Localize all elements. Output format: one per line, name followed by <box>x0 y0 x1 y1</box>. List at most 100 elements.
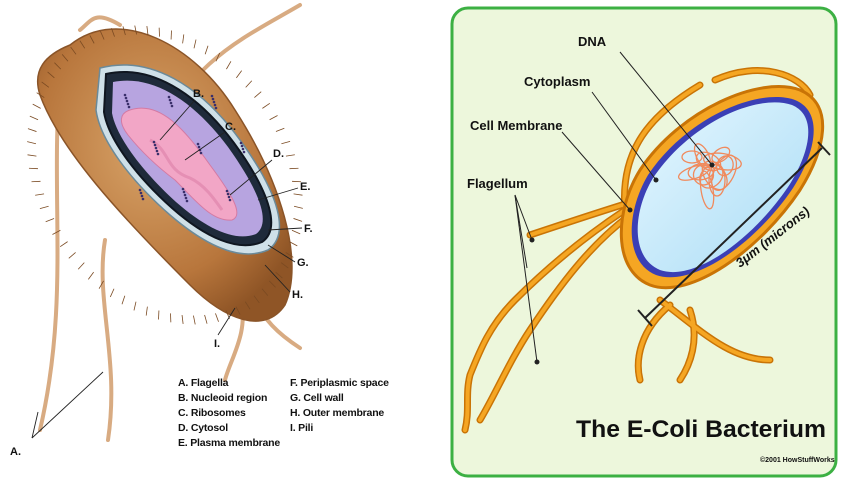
label-cell-membrane: Cell Membrane <box>470 118 562 133</box>
ribosome-dot <box>241 145 244 148</box>
ribosome-dot <box>155 147 158 150</box>
label-B: B. <box>193 88 204 100</box>
ribosome-dot <box>154 144 157 147</box>
ribosome-dot <box>142 198 145 201</box>
label-G: G. <box>297 257 309 269</box>
ribosome-dot <box>126 100 129 103</box>
pilus-hair <box>27 142 36 144</box>
ribosome-dot <box>213 101 216 104</box>
pilus-hair <box>294 218 303 221</box>
pilus-hair <box>226 61 231 69</box>
legend-entry: C. Ribosomes <box>178 406 290 421</box>
legend-entry: G. Cell wall <box>290 391 344 406</box>
pilus-hair <box>246 81 252 88</box>
pilus-hair <box>28 129 37 132</box>
ribosome-dot <box>124 94 127 97</box>
legend-entry: B. Nucleoid region <box>178 391 290 406</box>
ribosome-dot <box>242 148 245 151</box>
pilus-hair <box>28 155 37 156</box>
ribosome-dot <box>227 193 230 196</box>
label-flagellum: Flagellum <box>467 176 528 191</box>
pilus-hair <box>122 296 125 305</box>
ribosome-dot <box>198 146 201 149</box>
pilus-hair <box>286 155 295 156</box>
pilus-hair <box>236 71 241 78</box>
ribosome-dot <box>186 200 189 203</box>
ribosome-dot <box>240 142 243 145</box>
label-H: H. <box>292 289 303 301</box>
pilus-hair <box>182 315 183 324</box>
pilus-hair <box>205 46 208 55</box>
pilus-hair <box>294 194 303 195</box>
ribosome-dot <box>140 192 143 195</box>
ecoli-copyright: ©2001 HowStuffWorks <box>760 456 835 464</box>
ribosome-dot <box>212 98 215 101</box>
ribosome-dot <box>243 151 246 154</box>
ribosome-dot <box>200 152 203 155</box>
pilus-hair <box>183 34 184 43</box>
ribosome-dot <box>169 99 172 102</box>
pilus-hair <box>60 242 67 247</box>
pilus-hair <box>46 218 54 221</box>
pilus-hair <box>281 141 290 143</box>
pilus-hair <box>193 316 195 325</box>
ribosome-dot <box>141 195 144 198</box>
pilus-hair <box>30 116 38 120</box>
pilus-hair <box>134 302 136 311</box>
pilus-hair <box>292 230 300 234</box>
pilus-hair <box>147 26 148 35</box>
ribosome-dot <box>153 141 156 144</box>
ribosome-dot <box>185 197 188 200</box>
ribosome-dot <box>226 190 229 193</box>
ribosome-dot <box>183 191 186 194</box>
ribosome-dot <box>139 189 142 192</box>
pilus-hair <box>33 104 41 108</box>
label-D: D. <box>273 148 284 160</box>
pilus-hair <box>254 92 261 98</box>
legend-entry: F. Periplasmic space <box>290 376 389 391</box>
legend-row: D. CytosolI. Pili <box>178 421 408 436</box>
pilus-hair <box>194 40 196 49</box>
ribosome-dot <box>157 153 160 156</box>
pilus-hair <box>78 263 84 270</box>
ecoli-diagram: 3μm (microns) DNA Cytoplasm Cell Membran… <box>452 8 836 476</box>
legend-row: E. Plasma membrane <box>178 436 408 451</box>
legend-entry: H. Outer membrane <box>290 406 384 421</box>
ribosome-dot <box>156 150 159 153</box>
ribosome-dot <box>214 104 217 107</box>
ribosome-dot <box>182 188 185 191</box>
ribosome-dot <box>211 95 214 98</box>
ribosome-dot <box>127 103 130 106</box>
pilus-hair <box>146 307 147 316</box>
legend-entry: I. Pili <box>290 421 313 436</box>
legend-entry: D. Cytosol <box>178 421 290 436</box>
label-dna: DNA <box>578 34 607 49</box>
ribosome-dot <box>197 143 200 146</box>
ribosome-dot <box>171 105 174 108</box>
pilus-hair <box>276 128 284 131</box>
pilus-hair <box>88 272 93 279</box>
pilus-hair <box>270 116 278 120</box>
pilus-hair <box>294 206 303 208</box>
legend-row: C. RibosomesH. Outer membrane <box>178 406 408 421</box>
left-legend: A. FlagellaF. Periplasmic spaceB. Nucleo… <box>178 376 408 451</box>
ribosome-dot <box>184 194 187 197</box>
legend-entry: E. Plasma membrane <box>178 436 290 451</box>
ribosome-dot <box>215 107 218 110</box>
label-A: A. <box>10 446 21 458</box>
pilus-hair <box>262 103 269 108</box>
pilus-hair <box>69 252 76 258</box>
ribosome-dot <box>168 96 171 99</box>
pilus-hair <box>205 315 207 324</box>
legend-row: B. Nucleoid regionG. Cell wall <box>178 391 408 406</box>
ecoli-title: The E-Coli Bacterium <box>576 416 826 443</box>
label-cytoplasm: Cytoplasm <box>524 74 590 89</box>
label-C: C. <box>225 121 236 133</box>
ribosome-dot <box>125 97 128 100</box>
pilus-hair <box>110 289 114 297</box>
ribosome-dot <box>128 106 131 109</box>
legend-entry: A. Flagella <box>178 376 290 391</box>
pilus-hair <box>40 206 49 208</box>
